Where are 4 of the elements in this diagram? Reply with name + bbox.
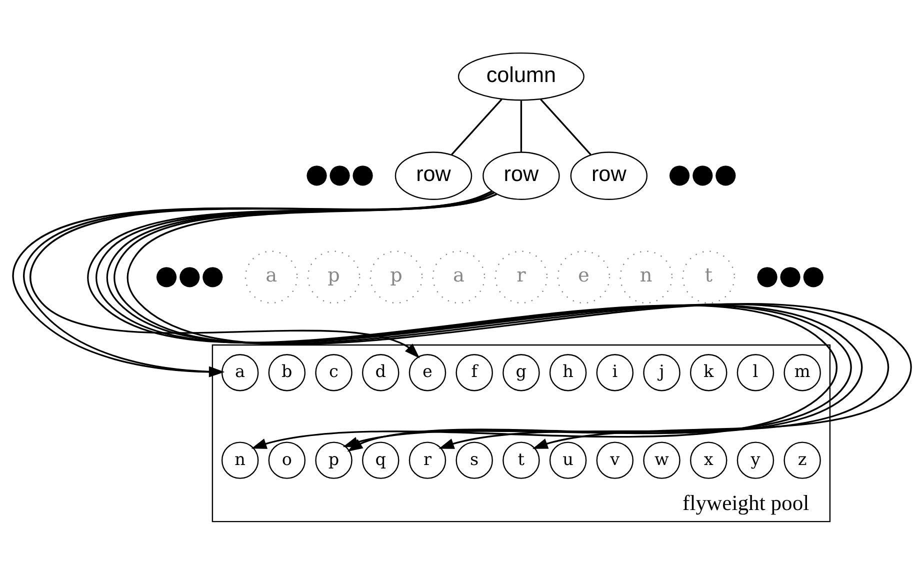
label: ●●● — [668, 158, 738, 190]
label: ●●● — [155, 260, 224, 291]
label: ●●● — [756, 260, 825, 291]
label: ●●● — [305, 158, 374, 190]
